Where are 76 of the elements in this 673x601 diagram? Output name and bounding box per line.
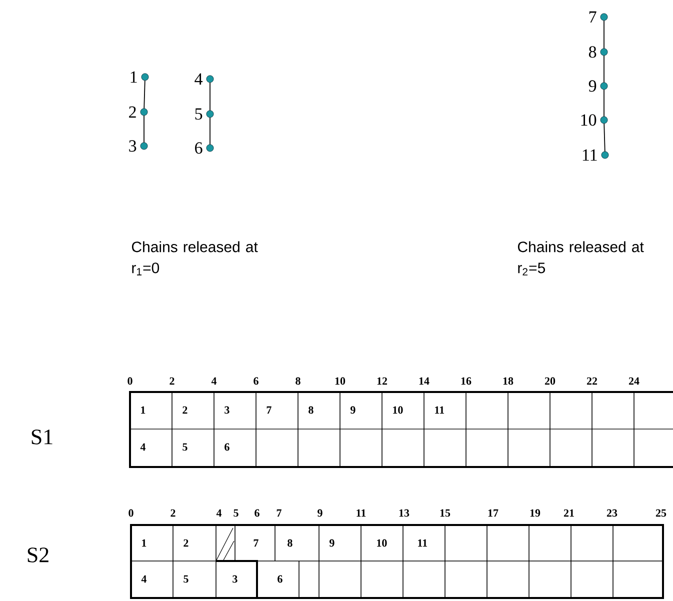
tick-label: 5 bbox=[234, 509, 238, 517]
tick-label: 6 bbox=[254, 377, 258, 385]
cell-number: 5 bbox=[182, 443, 188, 451]
tick-label: 9 bbox=[318, 509, 322, 517]
tick-label: 17 bbox=[488, 509, 498, 517]
tick-label: 24 bbox=[628, 377, 640, 385]
chain-dot bbox=[600, 48, 608, 56]
cell-number: 7 bbox=[266, 406, 272, 414]
tick-label: 16 bbox=[461, 377, 472, 385]
cell-number: 10 bbox=[377, 539, 387, 547]
cell-number: 11 bbox=[435, 406, 444, 414]
chain-dot bbox=[600, 116, 608, 124]
node-number: 3 bbox=[129, 140, 136, 152]
cell-number: 4 bbox=[141, 575, 146, 583]
chain-dot bbox=[206, 75, 214, 83]
chain-dot bbox=[140, 142, 148, 150]
node-number: 7 bbox=[589, 11, 596, 23]
tick-label: 11 bbox=[356, 509, 366, 517]
caption-text: Chains released at r$_{2}$=5 bbox=[518, 241, 644, 276]
node-number: 8 bbox=[588, 46, 596, 58]
chain-dot bbox=[206, 110, 214, 118]
chain-dot bbox=[140, 108, 148, 116]
cell-number: 2 bbox=[184, 539, 188, 547]
cell-number: 3 bbox=[224, 406, 230, 414]
cell-number: 9 bbox=[330, 539, 334, 547]
chain-dot bbox=[206, 144, 214, 152]
cell-number: 10 bbox=[393, 406, 403, 414]
cell-number: 11 bbox=[418, 539, 428, 547]
tick-label: 23 bbox=[606, 509, 618, 517]
cell-number: 1 bbox=[142, 539, 146, 547]
node-number: 9 bbox=[588, 80, 596, 92]
node-number: 1 bbox=[130, 71, 137, 83]
tick-label: 22 bbox=[586, 377, 598, 385]
chain-dot bbox=[141, 73, 149, 81]
tick-label: 10 bbox=[335, 377, 346, 385]
tick-label: 8 bbox=[296, 377, 300, 385]
cell-number: 5 bbox=[184, 575, 188, 583]
tick-label: 25 bbox=[656, 509, 666, 517]
node-number: 11 bbox=[582, 149, 597, 161]
caption-text: Chains released at r$_{1}$=0 bbox=[132, 241, 258, 276]
tick-label: 4 bbox=[216, 509, 222, 517]
cell-number: 7 bbox=[254, 539, 258, 547]
cell-number: 2 bbox=[182, 406, 188, 414]
cell-number: 9 bbox=[350, 406, 356, 414]
cell-number: 1 bbox=[141, 406, 146, 414]
tick-label: 20 bbox=[544, 377, 556, 385]
row-label: S2 bbox=[28, 548, 48, 562]
cell-number: 3 bbox=[232, 575, 238, 583]
tick-label: 6 bbox=[254, 509, 260, 517]
node-number: 2 bbox=[129, 106, 136, 118]
row-label: S1 bbox=[32, 430, 52, 444]
tick-label: 15 bbox=[440, 509, 450, 517]
tick-label: 2 bbox=[170, 377, 174, 385]
tick-label: 19 bbox=[530, 509, 540, 517]
node-number: 4 bbox=[194, 73, 203, 85]
cell-number: 6 bbox=[224, 443, 230, 451]
tick-label: 2 bbox=[170, 509, 176, 517]
chain-dot bbox=[601, 151, 609, 159]
tick-label: 14 bbox=[419, 377, 430, 385]
cell-number: 4 bbox=[140, 443, 146, 451]
cell-number: 6 bbox=[278, 575, 282, 583]
chain-dot bbox=[600, 82, 608, 90]
tick-label: 0 bbox=[128, 377, 132, 385]
node-number: 6 bbox=[195, 142, 202, 154]
tick-label: 7 bbox=[276, 509, 282, 517]
tick-label: 18 bbox=[503, 377, 514, 385]
chain-dot bbox=[600, 13, 608, 21]
tick-label: 0 bbox=[128, 509, 134, 517]
tick-label: 4 bbox=[211, 377, 217, 385]
node-number: 10 bbox=[581, 114, 596, 126]
cell-number: 8 bbox=[288, 539, 292, 547]
tick-label: 21 bbox=[564, 509, 574, 517]
tick-label: 12 bbox=[377, 377, 388, 385]
node-number: 5 bbox=[195, 108, 202, 120]
tick-label: 13 bbox=[399, 509, 410, 517]
cell-number: 8 bbox=[308, 406, 314, 414]
